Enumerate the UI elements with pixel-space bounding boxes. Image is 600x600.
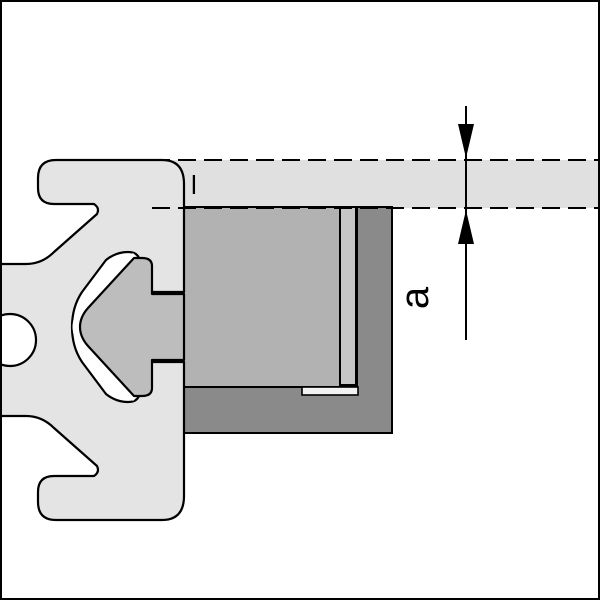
- lip-slot: [301, 386, 359, 396]
- light-block: [176, 206, 358, 388]
- arrow-down-icon: [458, 124, 474, 158]
- clearance-band: [152, 160, 598, 208]
- slot-nut-edge: [72, 252, 136, 402]
- aluminium-profile: [2, 158, 186, 522]
- gap-marker-label: l: [191, 170, 197, 200]
- arrow-up-icon: [458, 210, 474, 244]
- profile-bore: [2, 312, 38, 368]
- cover-lip: [339, 206, 357, 386]
- slot-nut: [78, 256, 186, 398]
- dimension-label: a: [393, 286, 437, 309]
